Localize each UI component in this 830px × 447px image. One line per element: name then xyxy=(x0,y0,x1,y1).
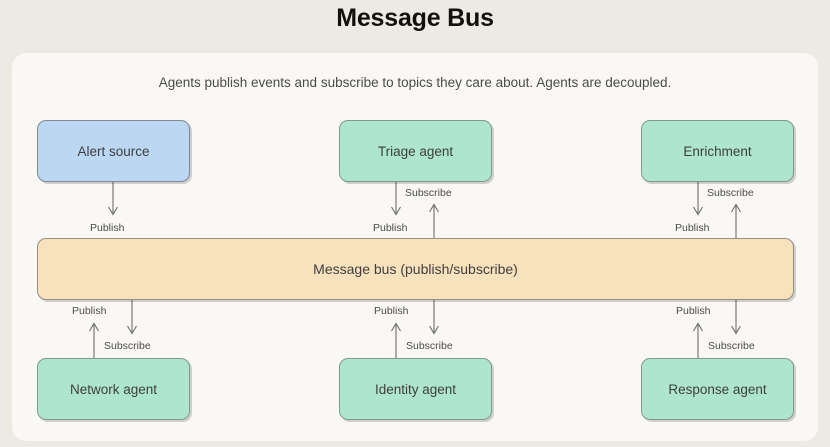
diagram-node-label: Response agent xyxy=(668,381,767,397)
message-bus-diagram: Alert source Triage agent Enrichment Pub… xyxy=(12,53,818,441)
diagram-card: Agents publish events and subscribe to t… xyxy=(12,53,818,441)
diagram-node-enrichment[interactable]: Enrichment xyxy=(641,120,794,182)
edge-label-response-agent-publish: Publish xyxy=(676,305,711,317)
edge-label-enrichment-subscribe: Subscribe xyxy=(707,187,754,199)
diagram-node-label: Triage agent xyxy=(377,143,454,159)
edge-label-identity-agent-publish: Publish xyxy=(374,305,409,317)
edge-label-triage-agent-publish: Publish xyxy=(373,222,408,234)
edge-label-triage-agent-subscribe: Subscribe xyxy=(405,187,452,199)
diagram-node-response-agent[interactable]: Response agent xyxy=(641,358,794,420)
edge-label-network-agent-subscribe: Subscribe xyxy=(104,340,151,352)
edge-label-response-agent-subscribe: Subscribe xyxy=(708,340,755,352)
diagram-node-message-bus[interactable]: Message bus (publish/subscribe) xyxy=(37,238,794,300)
edge-label-enrichment-publish: Publish xyxy=(675,222,710,234)
diagram-node-label: Network agent xyxy=(69,381,158,397)
edge-arrows-layer xyxy=(89,182,741,358)
diagram-node-label: Enrichment xyxy=(683,143,752,159)
diagram-node-network-agent[interactable]: Network agent xyxy=(37,358,190,420)
diagram-node-alert-source[interactable]: Alert source xyxy=(37,120,190,182)
edge-label-alert-source-publish: Publish xyxy=(90,222,125,234)
page-title: Message Bus xyxy=(336,4,494,32)
edge-label-identity-agent-subscribe: Subscribe xyxy=(406,340,453,352)
diagram-subtitle: Agents publish events and subscribe to t… xyxy=(158,75,672,90)
diagram-node-label: Message bus (publish/subscribe) xyxy=(313,261,518,277)
diagram-node-triage-agent[interactable]: Triage agent xyxy=(339,120,492,182)
diagram-node-identity-agent[interactable]: Identity agent xyxy=(339,358,492,420)
edge-label-network-agent-publish: Publish xyxy=(72,305,107,317)
diagram-node-label: Identity agent xyxy=(374,381,457,397)
diagram-node-label: Alert source xyxy=(77,143,150,159)
